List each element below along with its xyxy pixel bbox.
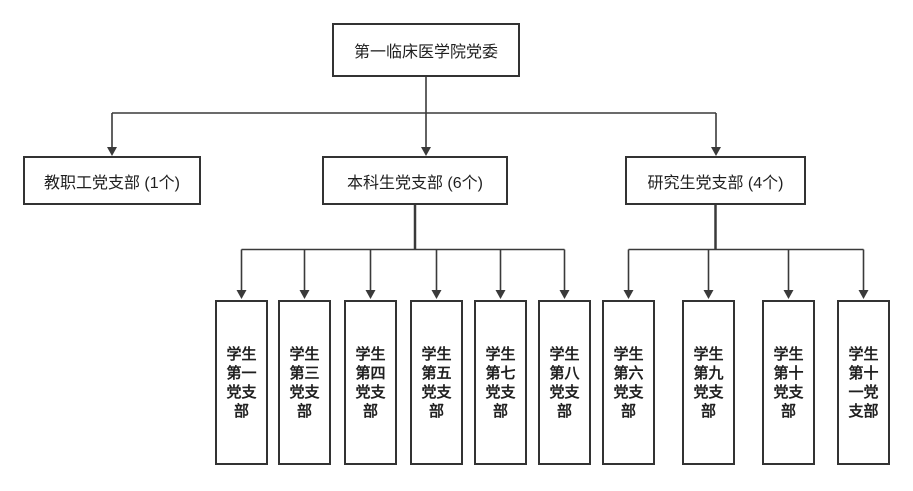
level2-postgrad-connectors bbox=[623, 205, 869, 299]
org-box-student-3-label: 学生第三党支部 bbox=[289, 345, 320, 420]
level2-undergrad-connectors bbox=[236, 205, 570, 299]
org-box-student-5-label: 学生第五党支部 bbox=[421, 345, 452, 420]
org-box-student-8-label: 学生第八党支部 bbox=[549, 345, 580, 420]
org-box-student-8: 学生第八党支部 bbox=[538, 300, 591, 465]
org-box-branch-undergrad: 本科生党支部 (6个) bbox=[322, 156, 508, 205]
org-box-branch-postgrad: 研究生党支部 (4个) bbox=[625, 156, 806, 205]
org-box-student-9: 学生第九党支部 bbox=[682, 300, 735, 465]
org-box-student-6-label: 学生第六党支部 bbox=[613, 345, 644, 420]
org-box-branch-faculty: 教职工党支部 (1个) bbox=[23, 156, 201, 205]
org-box-student-9-label: 学生第九党支部 bbox=[693, 345, 724, 420]
org-box-branch-faculty-label: 教职工党支部 (1个) bbox=[43, 174, 180, 192]
org-box-branch-undergrad-label: 本科生党支部 (6个) bbox=[346, 174, 483, 192]
org-box-student-7-label: 学生第七党支部 bbox=[485, 345, 516, 420]
org-box-student-5: 学生第五党支部 bbox=[410, 300, 463, 465]
org-box-student-11-label: 学生第十一党支部 bbox=[848, 345, 879, 420]
org-box-student-3: 学生第三党支部 bbox=[278, 300, 331, 465]
org-box-student-11: 学生第十一党支部 bbox=[837, 300, 890, 465]
org-box-branch-postgrad-label: 研究生党支部 (4个) bbox=[647, 174, 784, 192]
org-box-root-label: 第一临床医学院党委 bbox=[353, 44, 498, 61]
org-box-student-1-label: 学生第一党支部 bbox=[226, 345, 257, 420]
org-box-student-10: 学生第十党支部 bbox=[762, 300, 815, 465]
level1-connectors bbox=[107, 77, 721, 156]
org-box-student-4: 学生第四党支部 bbox=[344, 300, 397, 465]
org-box-root: 第一临床医学院党委 bbox=[332, 23, 520, 77]
org-box-student-4-label: 学生第四党支部 bbox=[355, 345, 386, 420]
org-box-student-1: 学生第一党支部 bbox=[215, 300, 268, 465]
org-box-student-10-label: 学生第十党支部 bbox=[773, 345, 804, 420]
org-box-student-7: 学生第七党支部 bbox=[474, 300, 527, 465]
org-box-student-6: 学生第六党支部 bbox=[602, 300, 655, 465]
